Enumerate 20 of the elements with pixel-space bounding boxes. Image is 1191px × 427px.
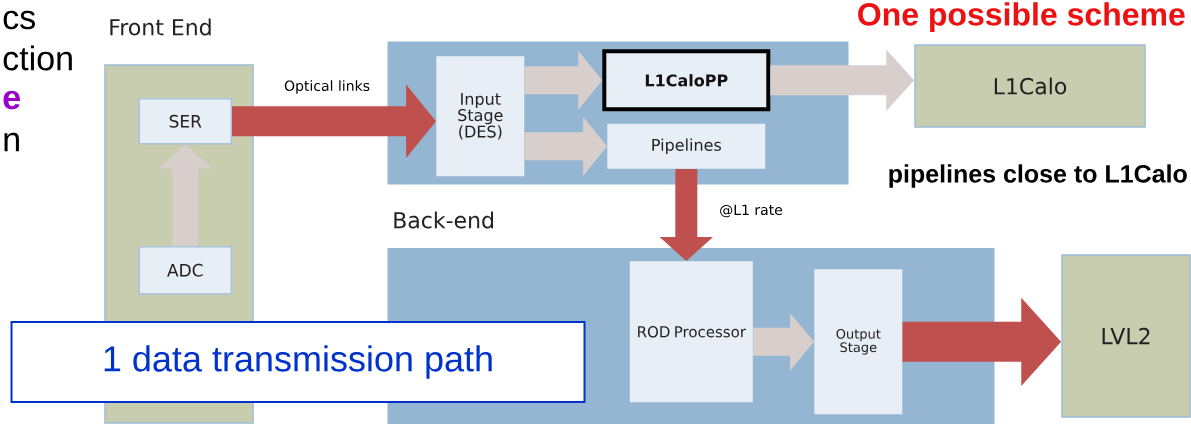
process-box: Pipelines — [607, 123, 766, 169]
node-label: Front End — [110, 18, 211, 36]
label-text: e — [3, 90, 20, 110]
process-box: Input Stage (DES) — [436, 56, 525, 177]
label-text: pipelines close to L1Calo — [889, 164, 1187, 188]
process-box: Output Stage — [814, 269, 903, 415]
process-box: ADC — [138, 246, 232, 295]
callout-box: 1 data transmission path — [10, 321, 586, 403]
system-box: L1Calo — [914, 44, 1146, 128]
process-box: ROD Processor — [629, 261, 753, 403]
title: One possible scheme — [858, 2, 1185, 32]
node-label: Back-end — [394, 211, 494, 229]
system-box: LVL2 — [1061, 254, 1191, 418]
label-text: cs — [3, 10, 35, 30]
process-box: L1CaloPP — [602, 49, 771, 112]
label-text: n — [4, 132, 19, 152]
edge-label: Optical links — [284, 80, 370, 94]
edge-label: @L1 rate — [720, 204, 783, 218]
label-text: ction — [3, 45, 72, 71]
process-box: SER — [138, 98, 232, 145]
